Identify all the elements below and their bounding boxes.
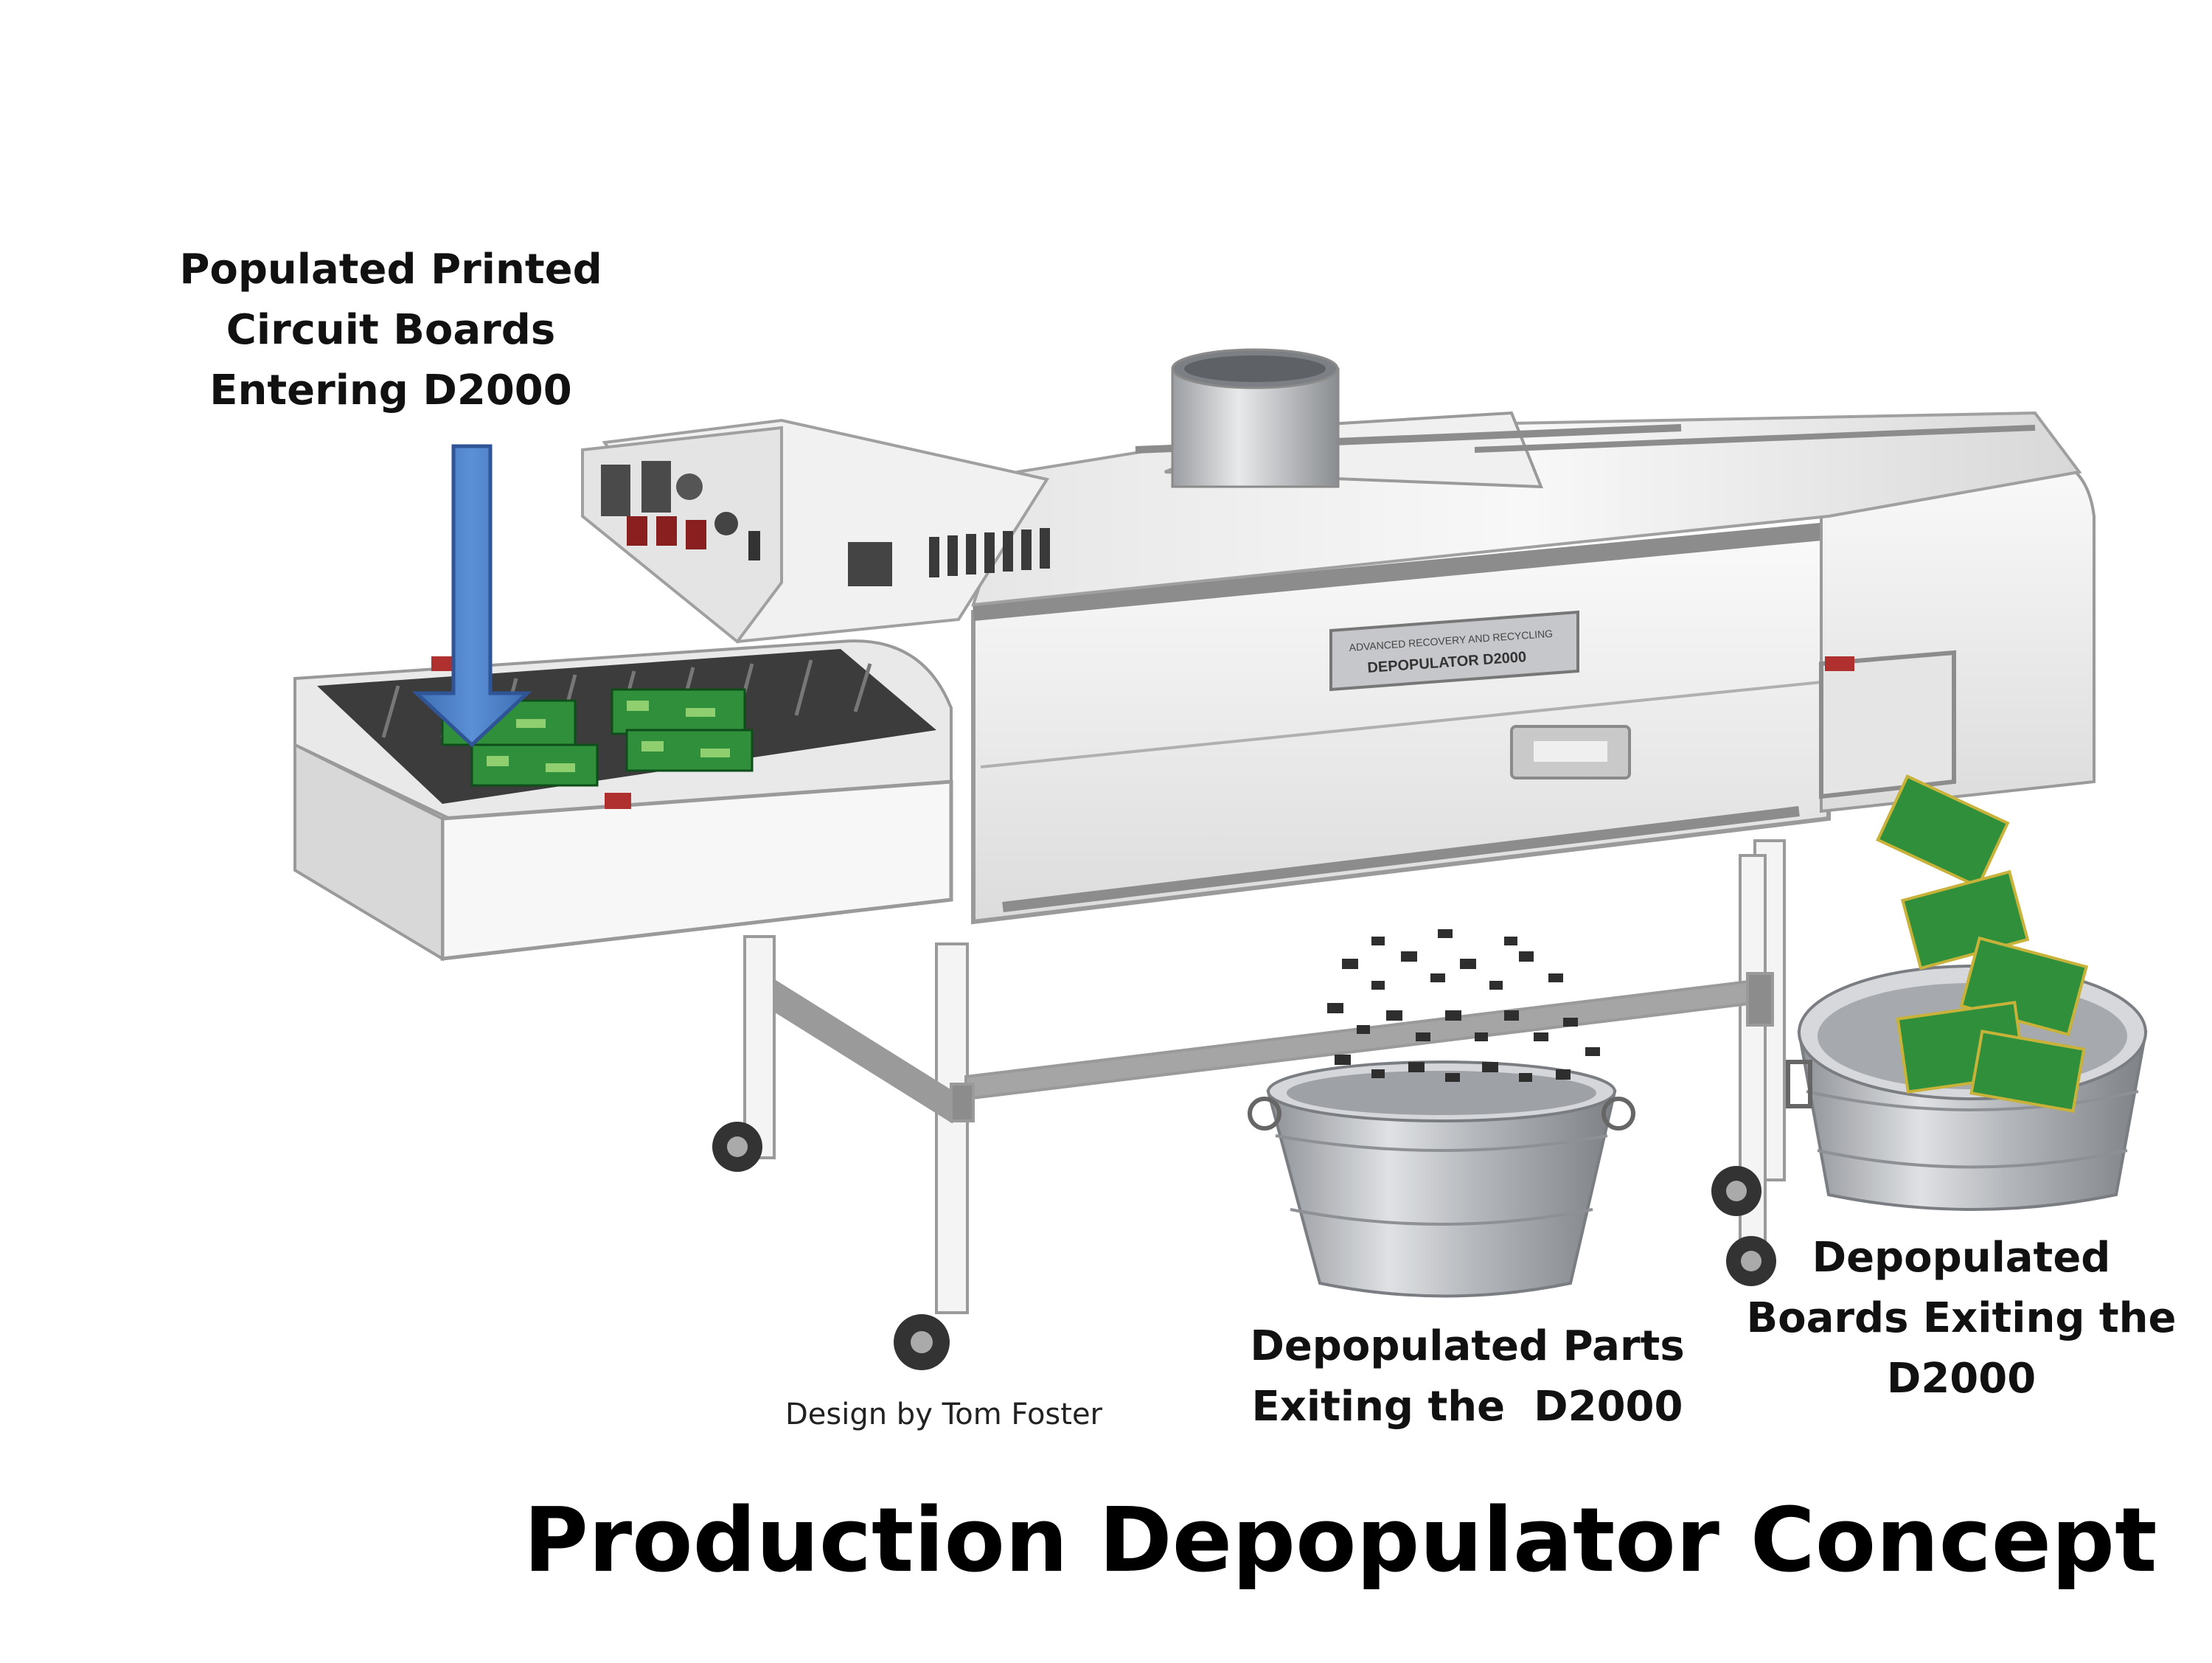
- design-credit: Design by Tom Foster: [785, 1398, 1103, 1431]
- machine-main-body: [971, 522, 1831, 925]
- entry-arrow: [411, 444, 532, 748]
- exhaust-stack: [1171, 348, 1340, 488]
- nameplate: ADVANCED RECOVERY AND RECYCLING DEPOPULA…: [1329, 610, 1579, 692]
- label-line: Populated Printed: [179, 246, 602, 294]
- label-boards-exiting: Depopulated Boards Exiting the D2000: [1696, 1228, 2212, 1409]
- parts-bucket: [1248, 1060, 1635, 1298]
- machine-legs: [743, 839, 1786, 1314]
- label-parts-exiting: Depopulated Parts Exiting the D2000: [1209, 1316, 1725, 1437]
- falling-parts: [1327, 929, 1600, 1082]
- page-title: Production Depopulator Concept: [524, 1490, 2157, 1592]
- falling-boards: [1876, 774, 2089, 1113]
- label-line: Depopulated Parts: [1250, 1322, 1685, 1370]
- caster-wheels: [712, 1122, 1776, 1370]
- label-line: Circuit Boards: [226, 306, 556, 354]
- control-cabinet: [581, 418, 1050, 644]
- label-line: Entering D2000: [209, 367, 572, 414]
- label-line: Exiting the D2000: [1251, 1383, 1683, 1431]
- label-line: Depopulated: [1812, 1234, 2111, 1282]
- label-boards-entering: Populated Printed Circuit Boards Enterin…: [133, 240, 649, 421]
- label-line: D2000: [1886, 1355, 2037, 1403]
- exit-section: [1819, 455, 2096, 813]
- label-line: Boards Exiting the: [1746, 1294, 2177, 1342]
